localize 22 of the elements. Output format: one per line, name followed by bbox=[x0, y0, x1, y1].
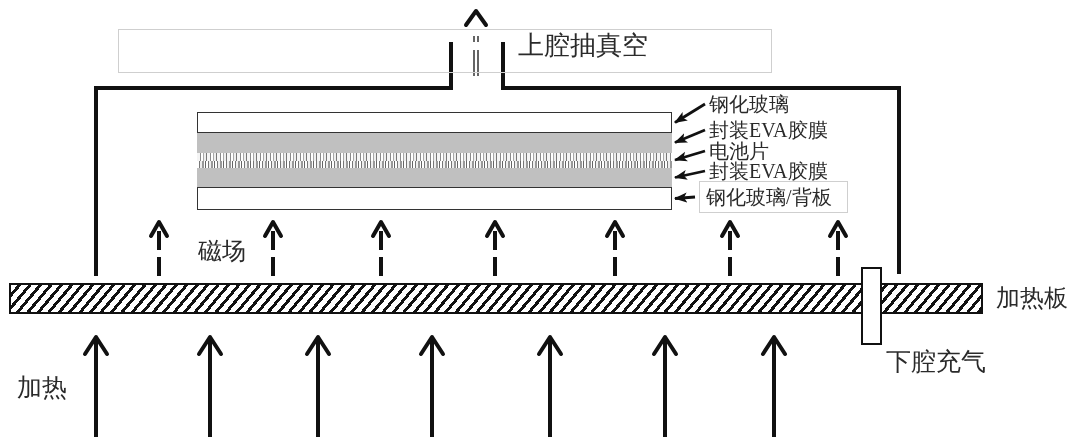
leader-arrow bbox=[674, 169, 706, 180]
leader-arrow bbox=[674, 192, 696, 203]
film-layer bbox=[197, 133, 672, 152]
cell-layer bbox=[197, 152, 672, 168]
heat-label: 加热 bbox=[17, 374, 67, 400]
leader-arrow bbox=[674, 128, 706, 144]
layer-label: 封装EVA胶膜 bbox=[709, 120, 828, 140]
hatched-plate bbox=[9, 283, 983, 314]
glass-layer bbox=[197, 112, 672, 133]
leader-arrow bbox=[674, 102, 706, 124]
glass-layer bbox=[197, 187, 672, 210]
leader-arrow bbox=[674, 149, 706, 162]
layer-label: 电池片 bbox=[709, 141, 769, 161]
layer-label: 钢化玻璃 bbox=[709, 94, 789, 114]
field-label: 磁场 bbox=[198, 239, 246, 263]
layer-label: 封装EVA胶膜 bbox=[709, 161, 828, 181]
port-block bbox=[861, 267, 882, 345]
film-layer bbox=[197, 168, 672, 187]
port-label: 下腔充气 bbox=[886, 348, 986, 374]
label-box: 上腔抽真空 bbox=[118, 29, 772, 73]
label-box: 钢化玻璃/背板 bbox=[699, 181, 848, 213]
plate-label: 加热板 bbox=[996, 286, 1068, 310]
